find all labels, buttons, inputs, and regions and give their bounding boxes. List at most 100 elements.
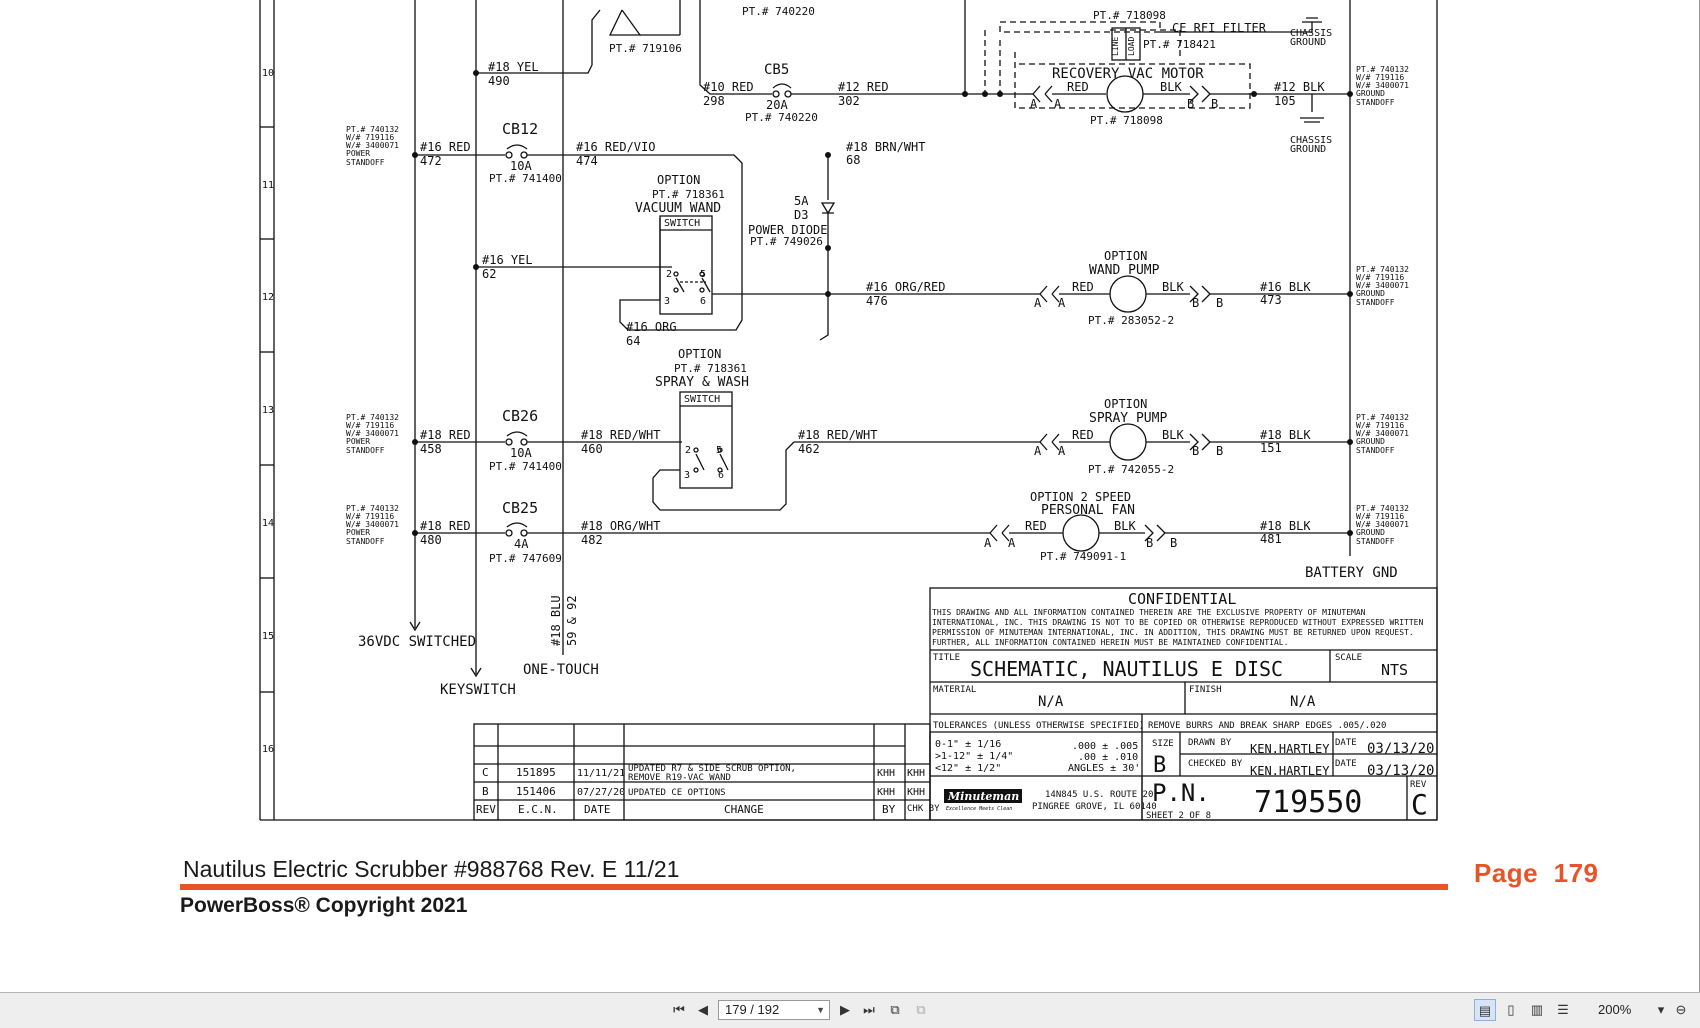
next-page-icon[interactable]: ▶ (840, 1002, 850, 1017)
ecn-cell: 151406 (516, 785, 556, 798)
date-header: DATE (584, 803, 611, 816)
part-number: PT.# 741400 (489, 460, 562, 473)
wire-label: #16 ORG (626, 320, 677, 334)
wire-number: 490 (488, 74, 510, 88)
wire-number: 480 (420, 533, 442, 547)
document-viewport[interactable]: 10 11 12 13 14 15 16 PT.# 740220 PT.# 71… (0, 0, 1700, 992)
standoff-label: POWER (346, 528, 370, 537)
standoff-label: W/# 719116 (1356, 421, 1404, 430)
confidential-notice: INTERNATIONAL, INC. THIS DRAWING IS NOT … (932, 618, 1423, 627)
wire-number: 462 (798, 442, 820, 456)
wire-number: 68 (846, 153, 860, 167)
connector-label: B (1192, 444, 1199, 458)
chassis-ground-label: CHASSIS (1290, 135, 1332, 146)
standoff-label: PT.# 740132 (346, 125, 399, 134)
by-cell: KHH (877, 768, 895, 779)
zoom-out-icon[interactable]: ⊖ (1675, 1002, 1687, 1017)
connector-label: A (1030, 97, 1038, 111)
burrs-note: REMOVE BURRS AND BREAK SHARP EDGES .005/… (1148, 721, 1386, 731)
wire-label: #18 ORG/WHT (581, 519, 660, 533)
part-number: PT.# 718098 (1093, 9, 1166, 22)
wire-label: #10 RED (703, 80, 754, 94)
standoff-label: PT.# 740132 (346, 413, 399, 422)
date-cell: 11/11/21 (577, 768, 625, 779)
finish-label: FINISH (1189, 685, 1222, 695)
breaker-cb25: CB25 (502, 499, 538, 517)
power-diode-label: POWER DIODE (748, 223, 827, 237)
wire-number: 481 (1260, 532, 1282, 546)
part-number: PT.# 718421 (1143, 38, 1216, 51)
date-label: DATE (1335, 759, 1357, 769)
address-line: 14N845 U.S. ROUTE 20 (1045, 790, 1153, 800)
wire-label: #18 RED/WHT (798, 428, 877, 442)
pin-label: 3 (664, 296, 670, 307)
wire-label: #18 BLU (549, 595, 563, 646)
confidential-heading: CONFIDENTIAL (1128, 590, 1236, 608)
wire-label: #16 YEL (482, 253, 533, 267)
first-page-icon[interactable]: ⏮ (673, 1002, 685, 1017)
ground-label: GROUND (1290, 37, 1326, 48)
zoom-level[interactable]: 200% (1598, 1002, 1632, 1017)
option-label: OPTION (657, 173, 700, 187)
wire-label: #18 RED (420, 519, 471, 533)
vdc-switched-label: 36VDC SWITCHED (358, 634, 476, 650)
ecn-header: E.C.N. (518, 803, 558, 816)
chk-cell: KHH (907, 768, 925, 779)
wire-color: RED (1025, 519, 1047, 533)
viewer-toolbar: ⏮ ◀ 179 / 192 ▼ ▶ ⏭ ⧉ ⧉ ▤ ▯ ▥ ☰ 200% ▾ ⊖ (0, 992, 1700, 1028)
wire-number: 473 (1260, 293, 1282, 307)
standoff-label: W/# 719116 (1356, 512, 1404, 521)
personal-fan-label: PERSONAL FAN (1041, 503, 1135, 518)
wire-label: #18 YEL (488, 60, 539, 74)
wand-pump-label: WAND PUMP (1089, 263, 1160, 278)
facing-view-icon[interactable]: ▥ (1530, 1002, 1544, 1017)
by-cell: KHH (877, 787, 895, 798)
chevron-down-icon[interactable]: ▼ (816, 1005, 825, 1015)
page-number-input[interactable]: 179 / 192 ▼ (718, 1000, 830, 1020)
footer-document-title: Nautilus Electric Scrubber #988768 Rev. … (183, 856, 680, 882)
wire-color: RED (1072, 428, 1094, 442)
option-label: OPTION (1104, 249, 1147, 263)
connector-label: A (1058, 444, 1066, 458)
tolerance-line: 0-1" ± 1/16 (935, 739, 1001, 750)
connector-label: A (1034, 444, 1042, 458)
svg-text:Minuteman: Minuteman (947, 790, 1019, 803)
connector-label: A (1008, 536, 1016, 550)
previous-page-icon[interactable]: ◀ (698, 1002, 708, 1017)
rev-header: REV (476, 803, 496, 816)
standoff-label: POWER (346, 437, 370, 446)
standoff-label: GROUND (1356, 289, 1385, 298)
standoff-label: W/# 719116 (346, 512, 394, 521)
standoff-label: STANDOFF (1356, 537, 1395, 546)
book-view-icon[interactable]: ☰ (1557, 1002, 1569, 1017)
footer-divider (180, 884, 1448, 890)
connector-label: A (1054, 97, 1062, 111)
last-page-icon[interactable]: ⏭ (863, 1002, 875, 1017)
continuous-icon[interactable]: ⧉ (916, 1002, 926, 1017)
chevron-down-icon[interactable]: ▾ (1657, 1002, 1665, 1017)
connector-label: A (1058, 296, 1066, 310)
breaker-cb26: CB26 (502, 407, 538, 425)
page-indicator: 179 / 192 (725, 1002, 780, 1017)
page-label: Page (1474, 858, 1539, 888)
connector-label: B (1216, 444, 1223, 458)
wire-color: BLK (1114, 519, 1136, 533)
pn-value: 719550 (1254, 785, 1362, 820)
pin-label: 2 (685, 445, 691, 456)
minuteman-logo: Minuteman Excellence Meets Clean (944, 789, 1022, 812)
connector-label: A (1034, 296, 1042, 310)
by-header: BY (882, 803, 896, 816)
breaker-cb12: CB12 (502, 120, 538, 138)
change-cell: UPDATED R7 & SIDE SCRUB OPTION, (628, 764, 796, 774)
row-number: 16 (262, 744, 274, 755)
option-label: OPTION 2 SPEED (1030, 490, 1131, 504)
scroll-view-icon[interactable]: ▯ (1507, 1002, 1515, 1017)
part-number: PT.# 749091-1 (1040, 550, 1126, 563)
two-page-icon[interactable]: ⧉ (890, 1002, 900, 1017)
rev-label: REV (1410, 780, 1427, 790)
drawn-by-value: KEN.HARTLEY (1250, 742, 1330, 756)
confidential-notice: PERMISSION OF MINUTEMAN INTERNATIONAL, I… (932, 628, 1414, 637)
single-page-view-icon[interactable]: ▤ (1474, 999, 1496, 1021)
wire-number: 151 (1260, 441, 1282, 455)
wire-number: 105 (1274, 94, 1296, 108)
